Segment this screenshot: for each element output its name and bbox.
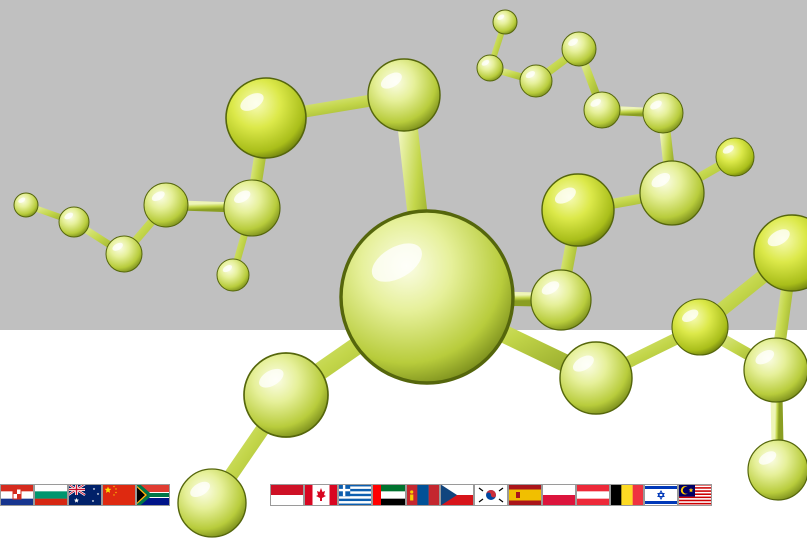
molecule-atom bbox=[743, 337, 807, 403]
flag-strip-left bbox=[0, 484, 170, 506]
indonesia-flag bbox=[270, 484, 304, 506]
croatia-flag bbox=[0, 484, 34, 506]
poland-flag bbox=[542, 484, 576, 506]
molecule-atom bbox=[177, 468, 247, 538]
molecule-atom bbox=[367, 58, 441, 132]
molecule-atom bbox=[476, 54, 504, 82]
molecule-atom bbox=[225, 77, 307, 159]
flag-strip-right bbox=[270, 484, 712, 506]
canada-flag bbox=[304, 484, 338, 506]
czech-republic-flag bbox=[440, 484, 474, 506]
molecule-atom bbox=[642, 92, 684, 134]
israel-flag bbox=[644, 484, 678, 506]
molecule-atom bbox=[519, 64, 553, 98]
molecule-atom bbox=[530, 269, 592, 331]
molecule-atom bbox=[492, 9, 518, 35]
molecule-atom bbox=[105, 235, 143, 273]
molecule-atom bbox=[216, 258, 250, 292]
molecule-atom bbox=[671, 298, 729, 356]
china-flag bbox=[102, 484, 136, 506]
malaysia-flag bbox=[678, 484, 712, 506]
south-korea-flag bbox=[474, 484, 508, 506]
molecule-atoms bbox=[13, 9, 807, 538]
molecule-atom bbox=[58, 206, 90, 238]
australia-flag bbox=[68, 484, 102, 506]
south-africa-flag bbox=[136, 484, 170, 506]
molecule-atom bbox=[339, 209, 515, 385]
spain-flag bbox=[508, 484, 542, 506]
mongolia-flag bbox=[406, 484, 440, 506]
molecule-atom bbox=[559, 341, 633, 415]
molecule-atom bbox=[223, 179, 281, 237]
molecule-atom bbox=[747, 439, 807, 501]
molecule-atom bbox=[13, 192, 39, 218]
bulgaria-flag bbox=[34, 484, 68, 506]
molecule-atom bbox=[541, 173, 615, 247]
belgium-flag bbox=[610, 484, 644, 506]
molecule-atom bbox=[243, 352, 329, 438]
molecule-atom bbox=[639, 160, 705, 226]
united-arab-emirates-flag bbox=[372, 484, 406, 506]
greece-flag bbox=[338, 484, 372, 506]
austria-flag bbox=[576, 484, 610, 506]
molecule-atom bbox=[753, 214, 807, 292]
molecule-atom bbox=[561, 31, 597, 67]
molecule-atom bbox=[715, 137, 755, 177]
molecule-atom bbox=[143, 182, 189, 228]
molecule-atom bbox=[583, 91, 621, 129]
